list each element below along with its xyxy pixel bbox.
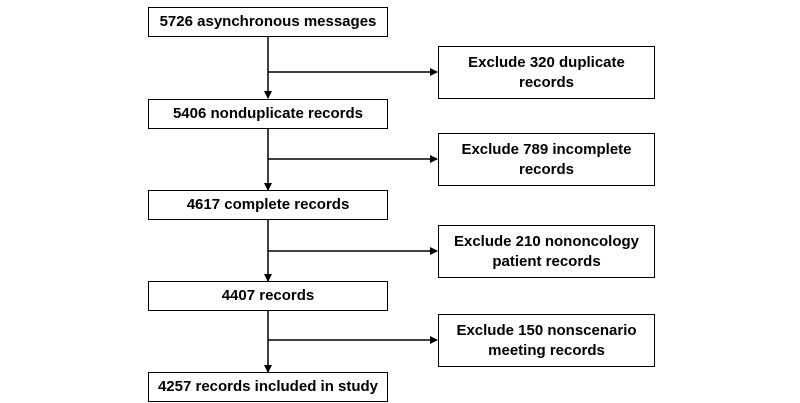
exclusion-text-line2: meeting records	[488, 341, 605, 359]
step-box-2: 5406 nonduplicate records	[148, 99, 388, 129]
step-text: 4617 complete records	[186, 196, 350, 213]
exclusion-text-line1: Exclude 320 duplicate	[468, 53, 625, 71]
exclusion-box-3: Exclude 210 nononcology patient records	[438, 225, 655, 278]
step-box-final: 4257 records included in study	[148, 372, 388, 402]
exclusion-box-2: Exclude 789 incomplete records	[438, 133, 655, 186]
step-box-4: 4407 records	[148, 281, 388, 311]
step-box-3: 4617 complete records	[148, 190, 388, 220]
step-text: 4257 records included in study	[157, 378, 379, 395]
step-text: 5406 nonduplicate records	[172, 105, 364, 122]
exclusion-text-line1: Exclude 150 nonscenario	[456, 321, 637, 339]
step-text: 4407 records	[221, 287, 315, 304]
exclusion-text-line2: records	[518, 73, 575, 91]
exclusion-text-line2: records	[518, 160, 575, 178]
step-box-1: 5726 asynchronous messages	[148, 7, 388, 37]
step-text: 5726 asynchronous messages	[159, 13, 377, 30]
exclusion-text-line1: Exclude 789 incomplete	[461, 140, 632, 158]
exclusion-text-line2: patient records	[492, 252, 601, 270]
exclusion-box-1: Exclude 320 duplicate records	[438, 46, 655, 99]
exclusion-box-4: Exclude 150 nonscenario meeting records	[438, 314, 655, 367]
exclusion-text-line1: Exclude 210 nononcology	[453, 232, 640, 250]
